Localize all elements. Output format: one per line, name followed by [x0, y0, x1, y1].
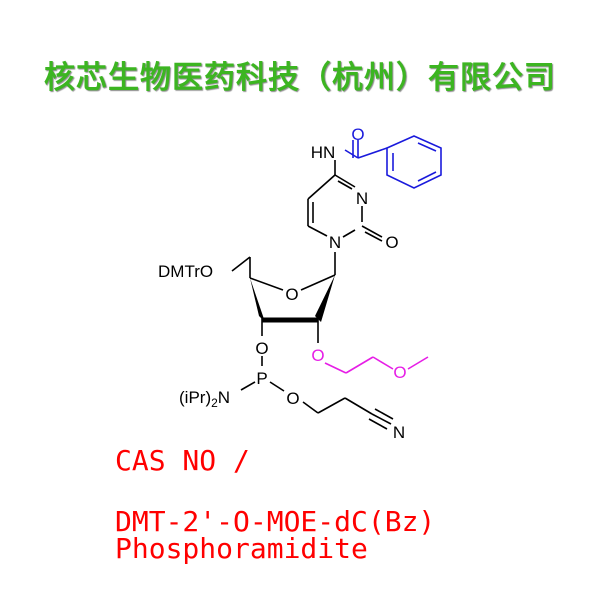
moe-group	[324, 356, 429, 374]
cas-number: CAS NO /	[115, 444, 250, 477]
nitrile-n-label: N	[393, 423, 405, 442]
carbonyl-o-label: O	[351, 125, 364, 144]
dmtro-label: DMTrO	[158, 262, 213, 281]
moe-o2-label: O	[393, 363, 406, 382]
ribose-phosphoramidite	[231, 252, 394, 430]
wedge-c1	[315, 275, 335, 322]
cyano-o-label: O	[286, 389, 299, 408]
n3-label: N	[356, 189, 368, 208]
n1-label: N	[329, 233, 341, 252]
moe-o1-label: O	[311, 346, 324, 365]
benzoyl-group	[344, 135, 442, 189]
product-name-line2: Phosphoramidite	[115, 532, 368, 565]
cytosine-ring	[307, 160, 383, 242]
wedge-c4	[250, 278, 265, 322]
amine-label: (iPr)2N	[179, 388, 230, 410]
p-label: P	[256, 369, 267, 388]
company-name: 核芯生物医药科技（杭州）有限公司	[44, 60, 556, 96]
o2-label: O	[385, 233, 398, 252]
amide-nh-label: HN	[311, 143, 336, 162]
ring-o-label: O	[285, 285, 298, 304]
o3-label: O	[255, 339, 268, 358]
product-name-line1: DMT-2'-O-MOE-dC(Bz)	[115, 505, 436, 538]
